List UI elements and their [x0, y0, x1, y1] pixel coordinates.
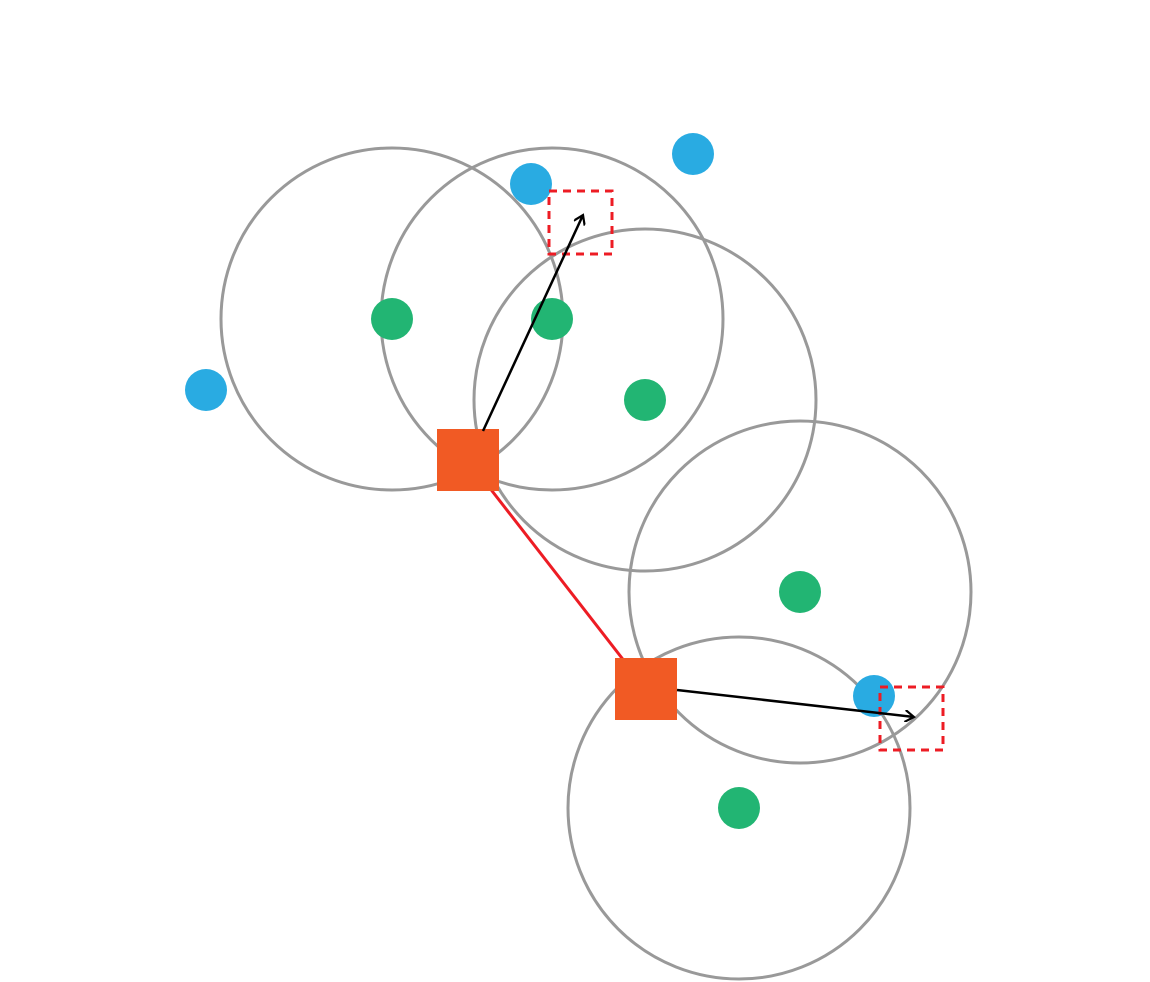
range-circles [219, 146, 973, 981]
blue-node [510, 163, 552, 205]
arrows [481, 215, 914, 717]
green-nodes [371, 298, 821, 829]
green-node [718, 787, 760, 829]
blue-nodes [185, 133, 895, 717]
green-node [779, 571, 821, 613]
arrow [676, 688, 914, 717]
arrow [481, 215, 583, 432]
dashed-target-boxes [547, 189, 945, 752]
target-box [547, 189, 614, 256]
range-circle [472, 227, 818, 573]
square-nodes [437, 429, 677, 720]
square-node [615, 658, 677, 720]
range-circle [627, 419, 973, 765]
green-node [624, 379, 666, 421]
green-node [531, 298, 573, 340]
square-node [437, 429, 499, 491]
target-box [878, 685, 945, 752]
green-node [371, 298, 413, 340]
blue-node [672, 133, 714, 175]
blue-node [185, 369, 227, 411]
range-circle [566, 635, 912, 981]
red-link-line [466, 459, 648, 690]
